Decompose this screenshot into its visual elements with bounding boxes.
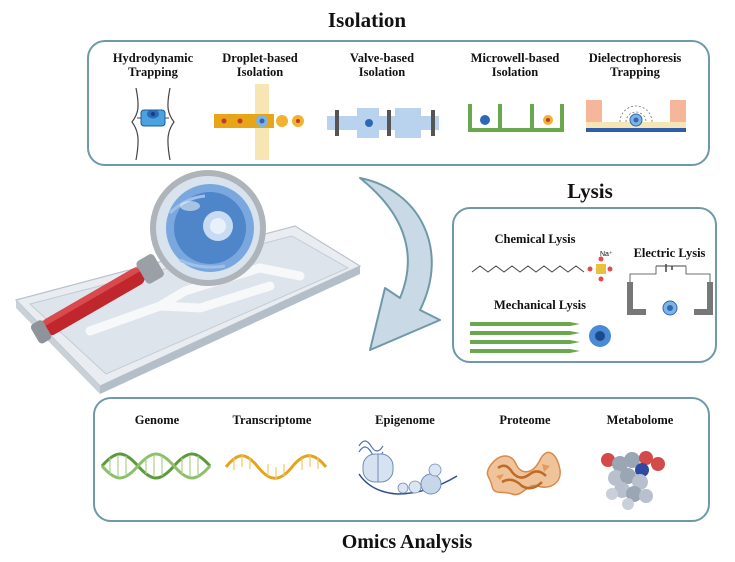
sodium-ion-label: Na⁺ — [600, 251, 613, 258]
omics-genome-label: Genome — [134, 413, 180, 427]
electric-lysis-label: Electric Lysis — [633, 246, 706, 260]
magnifying-glass-icon — [30, 170, 266, 344]
omics-metabolome-label: Metabolome — [606, 413, 674, 427]
electric-lysis-illustration — [627, 264, 713, 316]
omics-proteome-label: Proteome — [499, 413, 551, 427]
protein-structure-icon — [486, 451, 561, 496]
omics-analysis-title: Omics Analysis — [341, 531, 473, 553]
detergent-molecule-illustration — [471, 256, 613, 282]
hydrodynamic-trap-illustration — [131, 87, 175, 161]
isolation-title: Isolation — [327, 8, 407, 32]
isolation-method-hydrodynamic-label: Hydrodynamic Trapping — [112, 51, 194, 79]
lysis-title: Lysis — [567, 179, 613, 203]
rna-strand-icon — [224, 454, 328, 480]
mechanical-lysis-label: Mechanical Lysis — [493, 298, 587, 312]
dna-double-helix-icon — [100, 452, 212, 480]
curved-flow-arrow — [359, 177, 441, 351]
metabolite-molecule-icon — [601, 451, 665, 510]
valve-isolation-illustration — [327, 108, 439, 138]
dielectrophoresis-trap-illustration — [586, 100, 686, 132]
microwell-isolation-illustration — [468, 104, 564, 132]
lysis-panel — [452, 207, 717, 363]
chemical-lysis-label: Chemical Lysis — [494, 232, 576, 246]
isolation-panel — [87, 40, 710, 166]
omics-epigenome-label: Epigenome — [375, 413, 435, 427]
histone-modification-icon — [358, 440, 458, 495]
isolation-method-microwell-label: Microwell-based Isolation — [470, 51, 560, 79]
isolation-method-droplet-label: Droplet-based Isolation — [222, 51, 298, 79]
droplet-isolation-illustration — [214, 84, 304, 160]
isolation-method-valve-label: Valve-based Isolation — [349, 51, 415, 79]
omics-transcriptome-label: Transcriptome — [232, 413, 312, 427]
isolation-method-dielectrophoresis-label: Dielectrophoresis Trapping — [588, 51, 682, 79]
mechanical-lysis-illustration — [470, 322, 611, 353]
